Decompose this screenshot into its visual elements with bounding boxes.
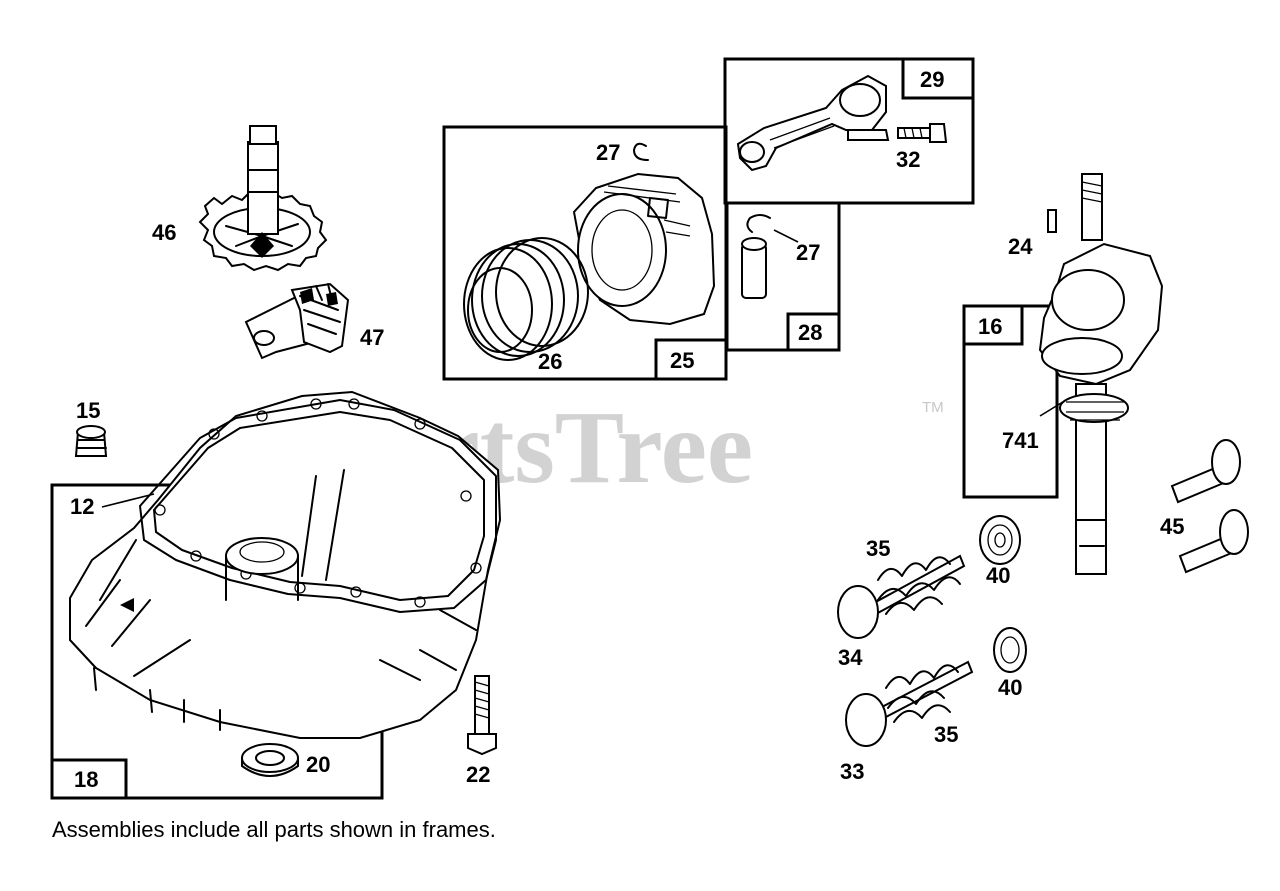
assembly-note: Assemblies include all parts shown in fr… <box>52 817 496 842</box>
valve-retainer-upper-part <box>979 515 1021 565</box>
label-25: 25 <box>670 348 694 373</box>
clip-upper-part <box>633 142 649 161</box>
plug-part <box>74 425 108 457</box>
label-46: 46 <box>152 220 176 245</box>
leader-741 <box>1039 399 1067 417</box>
label-15: 15 <box>76 398 100 423</box>
piston-pin-part <box>741 237 767 299</box>
label-12: 12 <box>70 494 94 519</box>
label-27-lower: 27 <box>796 240 820 265</box>
label-34: 34 <box>838 645 863 670</box>
label-22: 22 <box>466 762 490 787</box>
frame-connecting-rod-assembly <box>723 57 975 205</box>
label-40-lower: 40 <box>998 675 1022 700</box>
label-20: 20 <box>306 752 330 777</box>
label-16: 16 <box>978 314 1002 339</box>
valve-retainer-lower-part <box>993 627 1027 673</box>
label-18: 18 <box>74 767 98 792</box>
tag-box-28 <box>786 312 841 352</box>
label-27-upper: 27 <box>596 140 620 165</box>
piston-rings-part <box>463 237 589 361</box>
leader-27-lower <box>773 229 799 243</box>
exhaust-valve-part <box>845 660 974 747</box>
crankcase-sump-part <box>69 390 502 739</box>
tappet-upper-part <box>1170 439 1241 504</box>
clip-lower-part <box>746 214 771 233</box>
label-26: 26 <box>538 349 562 374</box>
label-29: 29 <box>920 67 944 92</box>
label-45: 45 <box>1160 514 1184 539</box>
valve-spring-lower-part <box>885 664 959 723</box>
tag-box-29 <box>901 57 975 100</box>
label-28: 28 <box>798 320 822 345</box>
tag-box-25 <box>654 338 728 381</box>
label-35-lower: 35 <box>934 722 958 747</box>
label-24: 24 <box>1008 234 1033 259</box>
piston-part <box>572 172 716 326</box>
label-40-upper: 40 <box>986 563 1010 588</box>
governor-bracket-part <box>244 282 350 360</box>
connecting-rod-part <box>736 74 890 172</box>
label-32: 32 <box>896 147 920 172</box>
label-35-upper: 35 <box>866 536 890 561</box>
tag-box-16 <box>962 304 1024 346</box>
leader-12 <box>101 493 155 508</box>
intake-valve-part <box>837 554 966 639</box>
label-47: 47 <box>360 325 384 350</box>
label-33: 33 <box>840 759 864 784</box>
bolt-part <box>467 675 497 756</box>
tag-box-18 <box>50 758 128 800</box>
crankshaft-part <box>1038 173 1164 575</box>
rod-bolt-part <box>897 123 948 143</box>
cam-gear-part <box>198 125 328 272</box>
tappet-lower-part <box>1178 509 1249 574</box>
oil-seal-part <box>241 743 299 777</box>
crankshaft-key-part <box>1047 209 1057 233</box>
watermark-trademark: TM <box>922 399 944 416</box>
label-741: 741 <box>1002 428 1039 453</box>
valve-spring-upper-part <box>877 556 961 615</box>
